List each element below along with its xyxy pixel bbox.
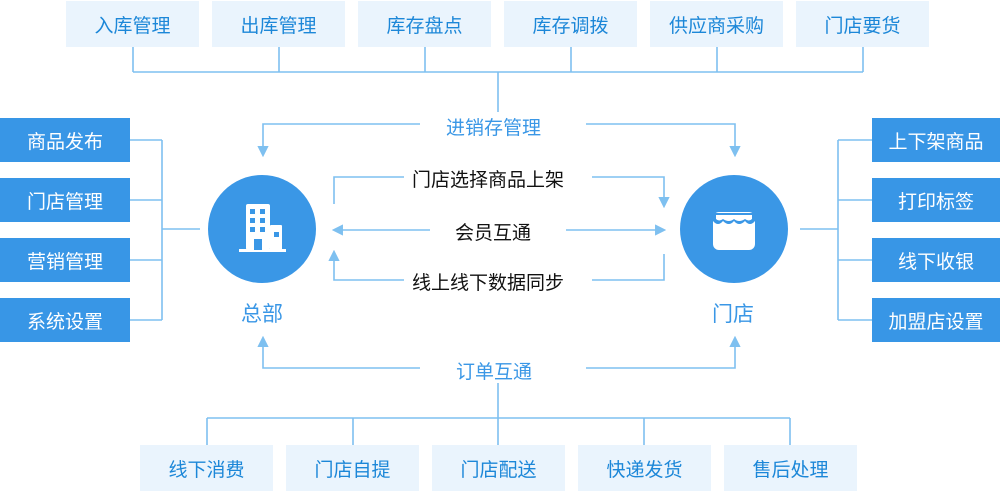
- bottom-module-after-sales[interactable]: 售后处理: [724, 445, 857, 491]
- bottom-module-store-delivery[interactable]: 门店配送: [432, 445, 565, 491]
- left-module-marketing-management[interactable]: 营销管理: [0, 238, 130, 282]
- left-module-system-settings[interactable]: 系统设置: [0, 298, 130, 342]
- store-label: 门店: [712, 302, 754, 326]
- storefront-icon: [713, 212, 755, 250]
- top-center-label: 进销存管理: [446, 117, 542, 139]
- headquarters-node: [208, 175, 316, 283]
- top-module-stock-in[interactable]: 入库管理: [66, 1, 199, 47]
- flow-label-store-selects-products: 门店选择商品上架: [412, 169, 565, 191]
- bottom-module-store-pickup[interactable]: 门店自提: [286, 445, 419, 491]
- bottom-module-offline-consumption[interactable]: 线下消费: [140, 445, 273, 491]
- headquarters-label: 总部: [241, 302, 283, 326]
- left-module-product-publish[interactable]: 商品发布: [0, 118, 130, 162]
- top-module-stock-out[interactable]: 出库管理: [212, 1, 345, 47]
- top-module-stocktaking[interactable]: 库存盘点: [358, 1, 491, 47]
- bottom-module-express-shipping[interactable]: 快递发货: [578, 445, 711, 491]
- top-module-stock-transfer[interactable]: 库存调拨: [504, 1, 637, 47]
- flow-label-member-interop: 会员互通: [455, 222, 532, 244]
- top-module-store-requisition[interactable]: 门店要货: [796, 1, 929, 47]
- right-module-franchise-settings[interactable]: 加盟店设置: [872, 298, 1000, 342]
- office-building-icon: [239, 204, 286, 252]
- bottom-center-label: 订单互通: [456, 361, 533, 383]
- top-module-supplier-purchase[interactable]: 供应商采购: [650, 1, 783, 47]
- left-module-store-management[interactable]: 门店管理: [0, 178, 130, 222]
- flow-label-data-sync: 线上线下数据同步: [412, 272, 565, 294]
- right-module-offline-cashier[interactable]: 线下收银: [872, 238, 1000, 282]
- right-module-print-labels[interactable]: 打印标签: [872, 178, 1000, 222]
- store-node: [680, 175, 788, 283]
- right-module-shelve-products[interactable]: 上下架商品: [872, 118, 1000, 162]
